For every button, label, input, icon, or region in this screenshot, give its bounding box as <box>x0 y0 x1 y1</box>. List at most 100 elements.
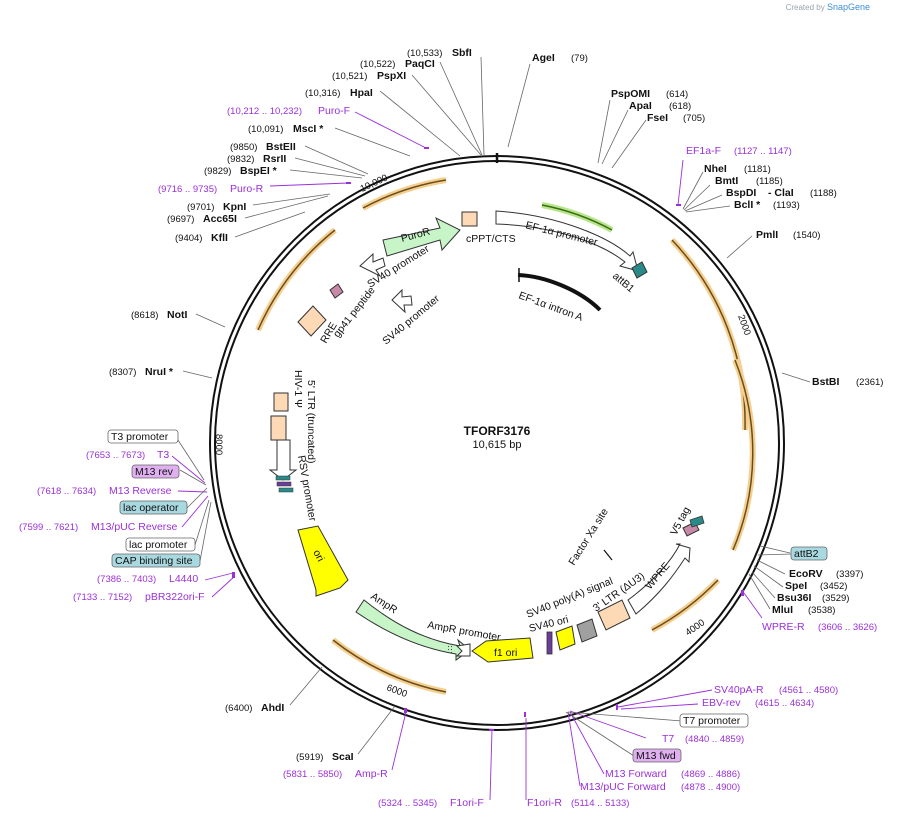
primer-ebvrev: EBV-rev <box>702 697 741 709</box>
primer-m13fwd: M13 Forward <box>605 768 667 780</box>
enzyme-bcli: BclI * <box>734 199 761 211</box>
wpre-arrow <box>627 543 691 615</box>
snapgene-logo: SnapGene <box>826 2 870 12</box>
enzyme-spei: SpeI <box>785 580 807 592</box>
primer-t3: T3 <box>157 449 169 461</box>
enzyme-pspomi-pos: (614) <box>666 89 688 100</box>
enzyme-hpai-pos: (10,316) <box>305 88 340 99</box>
box-t3-promoter <box>107 429 179 444</box>
box-lac-operator <box>119 500 188 515</box>
enzyme-bstbi: BstBI <box>812 376 840 388</box>
label-m13-fwd: M13 fwd <box>636 750 676 762</box>
primer-f1orif-range: (5324 .. 5345) <box>378 798 437 809</box>
primer-leaders-gray <box>175 436 793 757</box>
enzyme-bsteii-pos: (9850) <box>230 142 257 153</box>
primer-ef1af: EF1a-F <box>686 145 721 157</box>
gp41-mark <box>329 283 344 299</box>
primer-l4440: L4440 <box>169 573 198 585</box>
label-t3-promoter: T3 promoter <box>111 431 169 443</box>
enzyme-pspxi: PspXI <box>377 70 406 82</box>
enzyme-apai-pos: (618) <box>669 101 691 112</box>
enzyme-ahdi: AhdI <box>261 702 284 714</box>
enzyme-mlui-pos: (3538) <box>808 605 835 616</box>
plasmid-length: 10,615 bp <box>473 439 522 451</box>
enzyme-ahdi-pos: (6400) <box>225 703 252 714</box>
enzyme-bstbi-pos: (2361) <box>856 377 883 388</box>
primer-purof-range: (10,212 .. 10,232) <box>227 106 302 117</box>
boxed-labels: T3 promoter M13 rev lac operator lac pro… <box>107 429 828 763</box>
feature-f1ori: f1 ori <box>494 647 517 659</box>
enzyme-spei-pos: (3452) <box>820 581 847 592</box>
ampr-promoter-arrow <box>455 643 471 657</box>
enzyme-bsu36i-pos: (3529) <box>822 593 849 604</box>
primer-f1orif: F1ori-F <box>450 797 484 809</box>
enzyme-msci-pos: (10,091) <box>248 124 283 135</box>
enzyme-labels: (10,533) SbfI (10,522) PaqCI (10,521) Ps… <box>109 47 883 763</box>
enzyme-kpni: KpnI <box>223 201 246 213</box>
label-attb2: attB2 <box>794 548 819 560</box>
feature-ori: ori <box>310 548 326 564</box>
attb2-mark <box>689 515 705 528</box>
ori-arrow <box>297 525 349 597</box>
label-t7-promoter: T7 promoter <box>683 715 741 727</box>
primer-ef1af-range: (1127 .. 1147) <box>734 146 792 157</box>
enzyme-bspdi: BspDI <box>726 187 756 199</box>
enzyme-acc65i-pos: (9697) <box>167 214 194 225</box>
primer-m13fwd-range: (4869 .. 4886) <box>681 769 740 780</box>
snapgene-credit: Created by SnapGene <box>785 2 870 12</box>
enzyme-noti-pos: (8618) <box>131 310 158 321</box>
ltr5-box <box>270 415 287 441</box>
primer-m13puc-rev: M13/pUC Reverse <box>91 521 178 533</box>
enzyme-mlui: MluI <box>772 604 793 616</box>
lac-mark-2 <box>276 481 292 487</box>
enzyme-nhei-pos: (1181) <box>744 164 771 175</box>
primer-l4440-range: (7386 .. 7403) <box>97 574 156 585</box>
lac-mark-3 <box>278 487 294 493</box>
enzyme-msci: MscI * <box>293 123 324 135</box>
enzyme-agei: AgeI <box>532 52 555 64</box>
lac-mark-1 <box>275 475 291 481</box>
enzyme-pspomi: PspOMI <box>611 88 650 100</box>
ef1a-intron-arc <box>517 273 602 312</box>
label-lac-promoter: lac promoter <box>129 539 188 551</box>
primer-m13puc-fwd: M13/pUC Forward <box>580 781 666 793</box>
label-m13-rev: M13 rev <box>135 466 174 478</box>
feature-ef1a-intron: EF-1α intron A <box>517 290 584 324</box>
enzyme-nhei: NheI <box>704 163 727 175</box>
primer-leaders <box>171 111 763 801</box>
primer-pbr322-range: (7133 .. 7152) <box>73 592 132 603</box>
enzyme-sbfi-pos: (10,533) <box>407 48 442 59</box>
label-lac-operator: lac operator <box>123 502 179 514</box>
primer-pbr322: pBR322ori-F <box>145 591 205 603</box>
rsv-promoter-arrow <box>268 439 298 481</box>
enzyme-nrui-pos: (8307) <box>109 367 136 378</box>
enzyme-clai: - ClaI <box>768 187 794 199</box>
primer-wprer-range: (3606 .. 3626) <box>818 622 877 633</box>
primer-sv40par-range: (4561 .. 4580) <box>779 685 838 696</box>
primer-t7: T7 <box>662 733 674 745</box>
primer-ampr-range: (5831 .. 5850) <box>283 769 342 780</box>
enzyme-fsei: FseI <box>647 112 668 124</box>
enzyme-scai: ScaI <box>332 751 354 763</box>
factorxa-mark <box>603 549 613 561</box>
enzyme-kfli: KflI <box>211 232 228 244</box>
plasmid-name: TFORF3176 <box>464 424 531 438</box>
primer-puror: Puro-R <box>230 183 264 195</box>
enzyme-paqci-pos: (10,522) <box>360 59 395 70</box>
enzyme-bcli-pos: (1193) <box>773 200 800 211</box>
hiv-psi-box <box>273 392 289 412</box>
sv40-promoter-arrow-2 <box>391 288 413 314</box>
primer-m13puc-fwd-range: (4878 .. 4900) <box>681 782 740 793</box>
leader-lines <box>182 56 811 755</box>
enzyme-bspdi-pos: (1188) <box>810 188 837 199</box>
enzyme-nrui: NruI * <box>145 366 174 378</box>
feature-attb1: attB1 <box>610 270 637 295</box>
box-m13-fwd <box>632 748 682 763</box>
feature-cppt: cPPT/CTS <box>466 233 516 245</box>
feature-hiv-psi: HIV-1 Ψ <box>292 370 304 408</box>
enzyme-bsu36i: Bsu36I <box>777 592 812 604</box>
sv40-gray-box <box>576 618 598 643</box>
primer-ebvrev-range: (4615 .. 4634) <box>755 698 814 709</box>
enzyme-acc65i: Acc65I <box>203 213 237 225</box>
primer-sv40par: SV40pA-R <box>714 684 764 696</box>
